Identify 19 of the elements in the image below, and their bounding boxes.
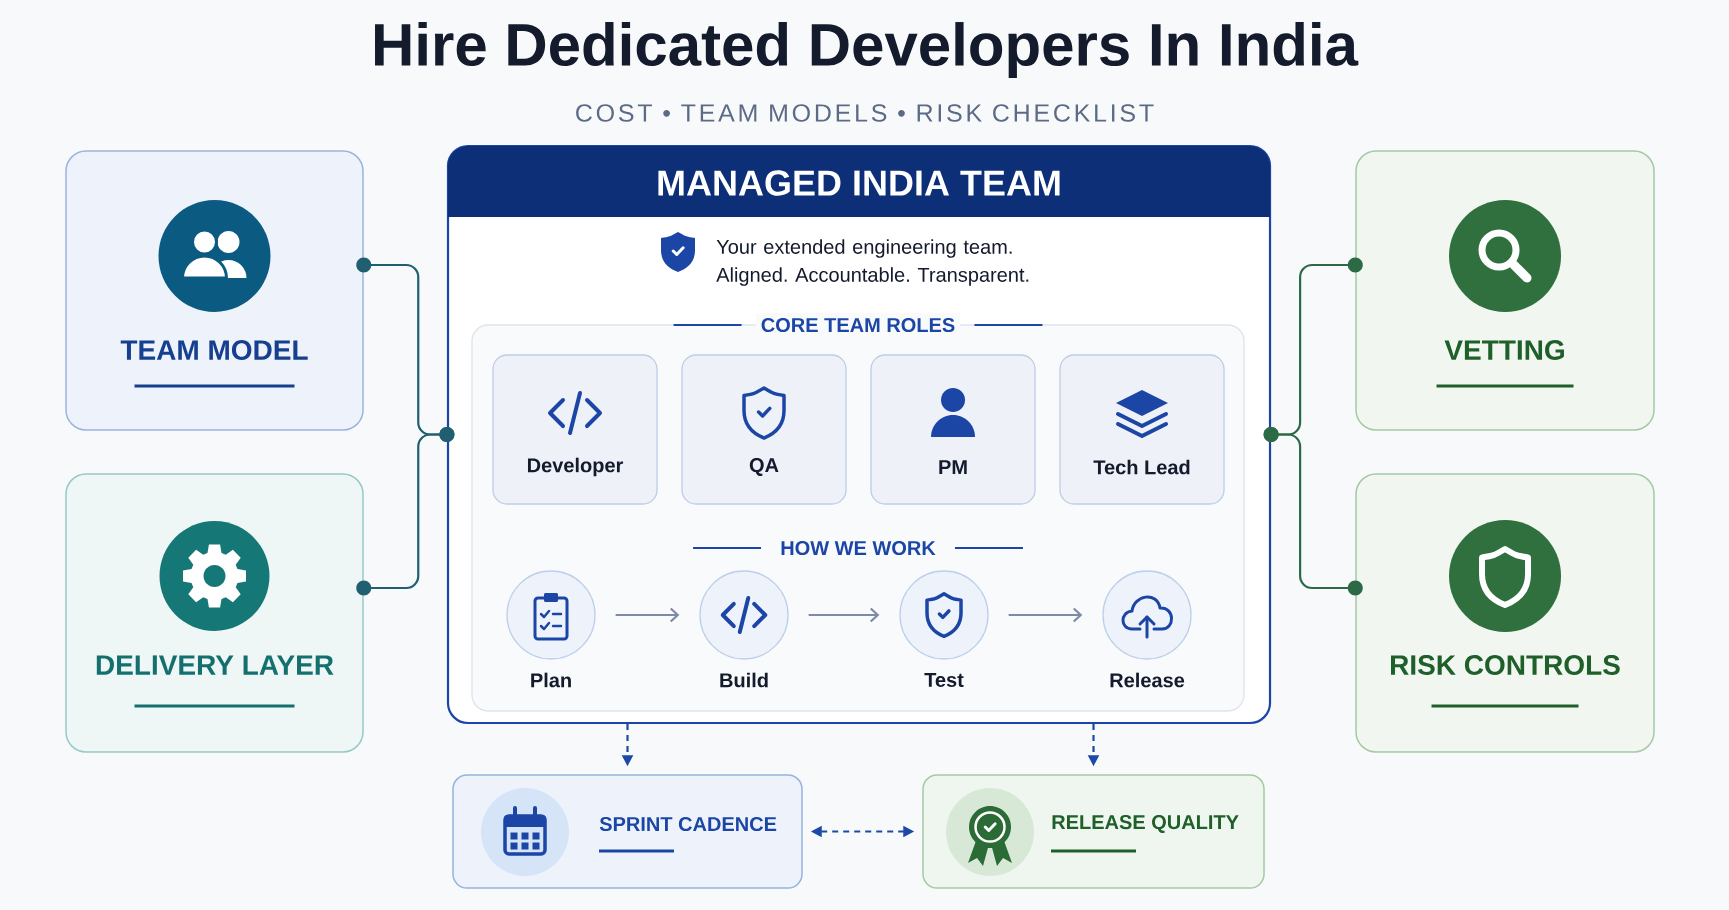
section-heading: HOW WE WORK bbox=[775, 535, 941, 561]
connector bbox=[1008, 607, 1083, 623]
role-card: Tech Lead bbox=[1059, 354, 1225, 505]
step-label: Release bbox=[1110, 672, 1185, 688]
connector bbox=[615, 607, 680, 623]
connector bbox=[356, 427, 455, 596]
role-card: Developer bbox=[492, 354, 658, 505]
title: Hire Dedicated Developers In India bbox=[375, 22, 1359, 78]
connector bbox=[808, 607, 880, 623]
step-label: Plan bbox=[531, 672, 571, 688]
role-card: PM bbox=[870, 354, 1036, 505]
section-heading: CORE TEAM ROLES bbox=[755, 312, 961, 338]
connector bbox=[1263, 427, 1363, 596]
role-card: QA bbox=[681, 354, 847, 505]
step-label: Build bbox=[720, 672, 768, 688]
step-label: Test bbox=[924, 673, 964, 687]
subtitle: COST • TEAM MODELS • RISK CHECKLIST bbox=[576, 104, 1154, 122]
tagline: Your extended engineering team. Aligned. Accountable. Transparent. bbox=[716, 239, 1029, 286]
panel-header: MANAGED INDIA TEAM bbox=[448, 146, 1270, 217]
